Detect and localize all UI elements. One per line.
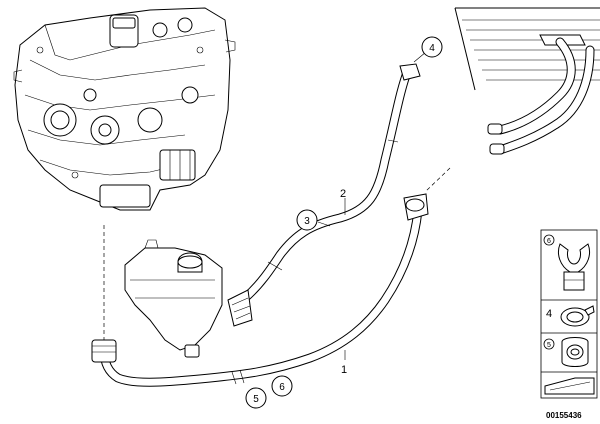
wedge-spacer-icon	[544, 377, 595, 395]
callout-5: 5	[245, 387, 267, 409]
alignment-line-radiator	[424, 167, 451, 193]
svg-text:4: 4	[546, 308, 552, 320]
hose-clamp-clip-icon	[557, 243, 591, 291]
svg-text:3: 3	[304, 216, 310, 227]
expansion-tank	[124, 239, 223, 358]
callout-2: 2	[340, 188, 346, 200]
callout-4: 4	[421, 36, 443, 58]
svg-text:5: 5	[253, 394, 259, 405]
legend-item-5: 5	[543, 337, 589, 367]
hose-clamp-icon	[560, 305, 595, 327]
svg-text:6: 6	[279, 382, 285, 393]
callout-6: 6	[271, 375, 293, 397]
svg-text:6: 6	[547, 238, 551, 245]
hose-upper	[227, 63, 421, 327]
engine-block	[13, 7, 236, 211]
legend-item-6: 6	[543, 234, 591, 291]
svg-text:4: 4	[429, 43, 435, 54]
callout-1: 1	[341, 364, 347, 376]
parts-legend: 6 4 5	[540, 229, 598, 399]
grommet-icon	[561, 337, 589, 367]
legend-item-4: 4	[546, 305, 595, 327]
hose-lower	[91, 193, 429, 387]
leader-line-3	[317, 221, 331, 227]
callout-3: 3	[296, 209, 318, 231]
svg-text:5: 5	[547, 342, 551, 349]
diagram-code: 00155436	[546, 411, 582, 420]
radiator	[454, 7, 600, 155]
